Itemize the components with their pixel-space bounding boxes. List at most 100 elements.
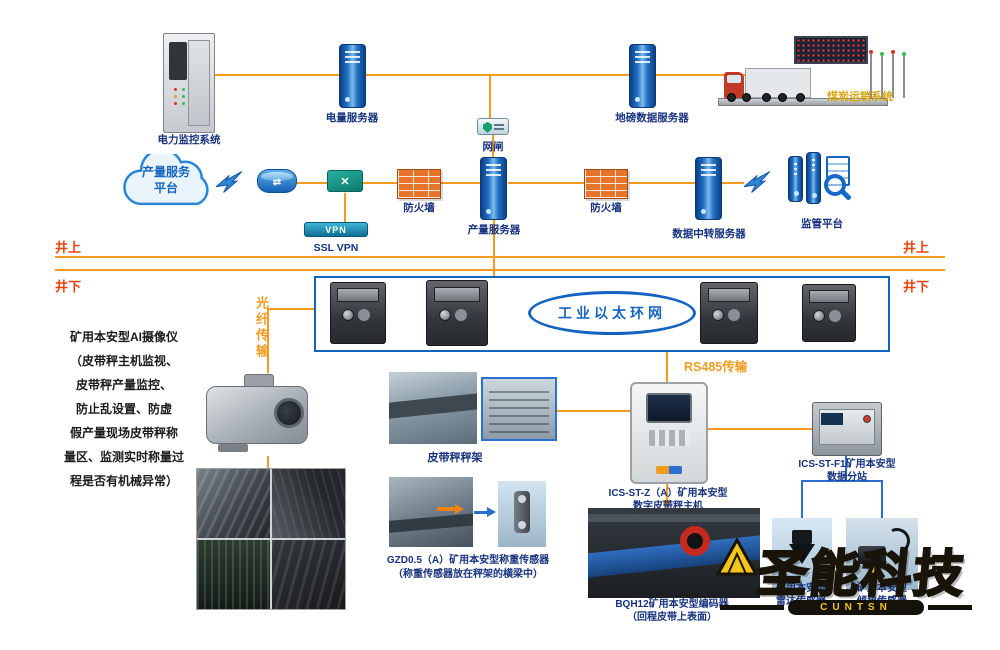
connector [557, 410, 631, 412]
camera-lens-icon [274, 398, 304, 428]
load-cell-label-2: （称重传感器放在秤架的横梁中） [393, 569, 543, 580]
supervision-label: 监管平台 [801, 218, 843, 230]
supervision-platform-group [786, 150, 858, 214]
radar-horn-icon [789, 544, 815, 564]
brand-name-en: CUNTSN [788, 600, 924, 615]
load-cell-icon [514, 491, 530, 533]
connector [708, 428, 813, 430]
connector [845, 456, 847, 481]
substation-button-icon [863, 415, 871, 423]
mine-switchgear [426, 280, 488, 346]
description-line: （皮带秤主机监视、 [69, 354, 178, 368]
cctv-cell [272, 469, 345, 538]
power-monitor-cabinet [163, 33, 215, 133]
rs485-transmission-label: RS485传输 [684, 360, 748, 374]
connector [366, 74, 629, 76]
connector [344, 193, 346, 222]
fiber-transmission-label: 光纤传输 [254, 296, 269, 360]
connector [722, 182, 744, 184]
supervision-server-tower [806, 152, 821, 204]
encoder-photo [588, 508, 760, 598]
connector [474, 511, 488, 514]
camera-foot [218, 444, 248, 452]
ssl-vpn-device: VPN [304, 222, 368, 237]
signal-pole-icon [891, 50, 895, 98]
supervision-server-tower [788, 156, 803, 202]
cabinet-door [188, 40, 210, 126]
signal-pole-icon [869, 50, 873, 98]
cctv-cell [272, 540, 345, 609]
ai-camera-device [204, 372, 310, 456]
encoder-label-2: （回程皮带上表面） [627, 612, 717, 623]
production-server-tower [480, 157, 507, 220]
host-label-2: 数字皮带秤主机 [633, 501, 703, 512]
tilt-label-1: 矿用本安型 [857, 583, 907, 594]
orange-arrowhead-icon [455, 504, 464, 514]
relay-server-tower [695, 157, 722, 220]
radar-label-1: 矿用本安型 [776, 583, 826, 594]
weighbridge-server-label: 地磅数据服务器 [615, 112, 689, 124]
brand-rule-left [720, 605, 784, 610]
weighbridge-server-tower [629, 44, 656, 108]
load-cell-label-1: GZD0.5（A）矿用本安型称重传感器 [386, 555, 550, 566]
belt-frame-closeup-photo [389, 477, 473, 547]
led-display-board [794, 36, 868, 64]
connector [267, 308, 269, 373]
substation-screen [821, 413, 843, 425]
radar-sensor-photo [772, 518, 832, 590]
encoder-wheel-icon [680, 526, 710, 556]
power-monitor-label: 电力监控系统 [157, 134, 221, 146]
switch-cross-icon: ✕ [340, 176, 350, 188]
connector [267, 308, 315, 310]
signal-pole-icon [880, 52, 884, 98]
tilt-sensor-photo [846, 518, 918, 590]
brand-triangle-logo-icon [716, 538, 758, 576]
description-line: 矿用本安型AI摄像仪 [69, 330, 178, 344]
connector [656, 74, 746, 76]
substation-label-1: ICS-ST-F1矿用本安型 [798, 459, 896, 470]
zone-label-above-left: 井上 [55, 240, 82, 255]
cabinet-indicator-lights-icon [174, 88, 177, 91]
connector [666, 484, 668, 502]
arrowhead-right-icon [487, 507, 496, 517]
truck-wheel-icon [727, 93, 736, 102]
belt-frame-label: 皮带秤秤架 [427, 452, 483, 464]
network-gap-device [477, 118, 509, 135]
firewall-2 [584, 169, 628, 199]
ring-network-ellipse: 工业以太环网 [528, 291, 696, 335]
zone-label-below-left: 井下 [55, 279, 82, 294]
description-line: 程是否有机械异常） [69, 474, 178, 488]
brand-rule-right [928, 605, 972, 610]
firewall-2-label: 防火墙 [590, 202, 622, 214]
cloud-label-line1: 产量服务 [141, 165, 190, 180]
connector [801, 480, 883, 482]
firewall-1-label: 防火墙 [403, 202, 435, 214]
encoder-label-1: BQH12矿用本安型编码器 [615, 599, 729, 610]
cctv-cell [197, 469, 270, 538]
connector [267, 456, 269, 469]
ai-camera-description: 矿用本安型AI摄像仪 （皮带秤主机监视、 皮带秤产量监控、 防止乱设置、防虚 假… [56, 328, 192, 496]
coal-sales-label: 煤炭运销系统 [827, 91, 893, 103]
cctv-cell [197, 540, 270, 609]
connector [215, 74, 339, 76]
mine-switchgear [330, 282, 386, 344]
substation-label-2: 数据分站 [827, 472, 867, 483]
connector [801, 480, 803, 518]
connector [363, 182, 398, 184]
connector [296, 182, 328, 184]
brand-watermark: 圣能科技 CUNTSN [700, 534, 990, 646]
connector [508, 182, 585, 184]
description-line: 皮带秤产量监控、 [75, 378, 172, 392]
tilt-sensor-body [858, 546, 886, 564]
lightning-link-icon [216, 171, 243, 193]
lightning-link-icon [744, 171, 771, 193]
power-server-label: 电量服务器 [325, 112, 379, 124]
brand-name-cn: 圣能科技 [753, 545, 969, 604]
description-line: 防止乱设置、防虚 [75, 402, 172, 416]
load-cell-photo [498, 481, 546, 547]
mine-switchgear [802, 284, 856, 342]
magnifier-icon [824, 174, 846, 196]
belt-scale-photo-1 [389, 372, 477, 444]
data-substation-device [812, 402, 882, 456]
